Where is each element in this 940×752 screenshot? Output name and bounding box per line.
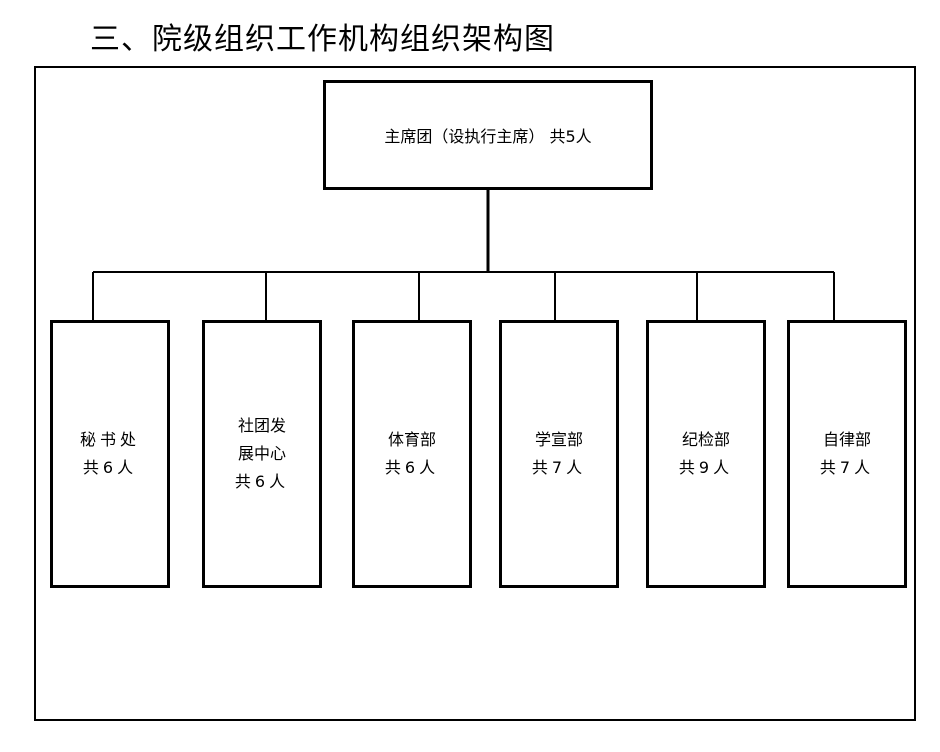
root-node-presidium: 主席团（设执行主席） 共5人 xyxy=(323,80,653,190)
dept-count-line: 共9人 xyxy=(678,458,734,477)
dept-name-line: 秘书处 xyxy=(79,430,140,449)
dept-name-line: 展中心 xyxy=(237,444,286,463)
root-node-label: 主席团（设执行主席） 共5人 xyxy=(384,127,592,146)
dept-node-secretariat: 秘书处 共6人 xyxy=(50,320,170,588)
dept-name-line: 自律部 xyxy=(822,430,871,449)
dept-name-line: 社团发 xyxy=(237,416,286,435)
dept-node-club-development: 社团发 展中心 共6人 xyxy=(202,320,322,588)
page-title: 三、院级组织工作机构组织架构图 xyxy=(90,22,555,57)
dept-node-self-discipline: 自律部 共7人 xyxy=(787,320,907,588)
dept-count-line: 共7人 xyxy=(819,458,875,477)
dept-count-line: 共6人 xyxy=(234,472,290,491)
dept-node-discipline-inspection: 纪检部 共9人 xyxy=(646,320,766,588)
dept-node-sports: 体育部 共6人 xyxy=(352,320,472,588)
dept-name-line: 学宣部 xyxy=(534,430,583,449)
dept-count-line: 共6人 xyxy=(384,458,440,477)
dept-count-line: 共6人 xyxy=(82,458,138,477)
dept-name-line: 纪检部 xyxy=(681,430,730,449)
dept-name-line: 体育部 xyxy=(387,430,436,449)
dept-node-propaganda: 学宣部 共7人 xyxy=(499,320,619,588)
dept-count-line: 共7人 xyxy=(531,458,587,477)
diagram-frame xyxy=(34,66,916,721)
